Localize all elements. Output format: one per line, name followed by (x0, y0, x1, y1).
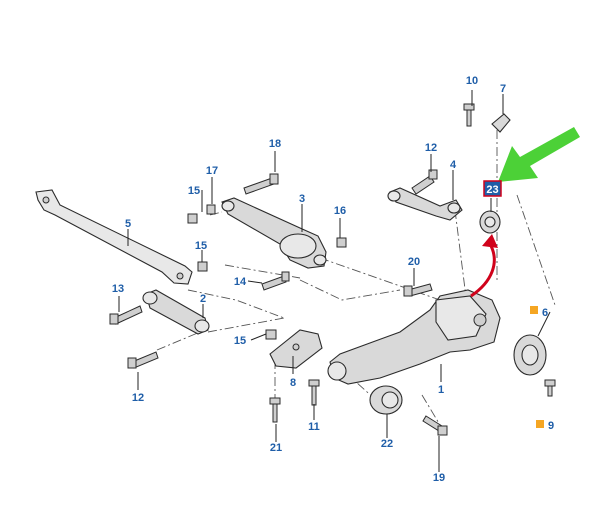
callout-15-upper[interactable]: 15 (188, 185, 200, 197)
callout-15-mid[interactable]: 15 (195, 240, 207, 252)
callout-10[interactable]: 10 (466, 75, 478, 87)
callout-13[interactable]: 13 (112, 283, 124, 295)
callout-12-upper[interactable]: 12 (425, 142, 437, 154)
callout-19[interactable]: 19 (433, 472, 445, 484)
callout-2[interactable]: 2 (200, 293, 206, 305)
bracket-8 (269, 329, 323, 369)
callout-21[interactable]: 21 (270, 442, 282, 454)
callout-3[interactable]: 3 (299, 193, 305, 205)
bush-23 (479, 210, 501, 234)
bush-22 (369, 385, 403, 415)
callout-18[interactable]: 18 (269, 138, 281, 150)
callout-4[interactable]: 4 (450, 159, 457, 171)
part-23-highlight (483, 180, 502, 197)
toe-link-4 (387, 187, 463, 221)
callout-14[interactable]: 14 (234, 276, 247, 288)
callout-6[interactable]: 6 (542, 307, 548, 319)
callout-5[interactable]: 5 (125, 218, 131, 230)
callout-20[interactable]: 20 (408, 256, 420, 268)
lateral-arm-2 (142, 289, 210, 335)
fasteners (109, 103, 556, 436)
upper-arm-3 (221, 197, 327, 269)
callout-16[interactable]: 16 (334, 205, 346, 217)
callout-15-lower[interactable]: 15 (234, 335, 246, 347)
knuckle-1 (327, 289, 501, 385)
callout-12-lower[interactable]: 12 (132, 392, 144, 404)
stabilizer-bar-5 (35, 189, 193, 285)
leader-lines (118, 90, 551, 472)
red-arrow (470, 234, 498, 298)
callout-7[interactable]: 7 (500, 83, 506, 95)
green-arrow (498, 127, 580, 182)
callout-17[interactable]: 17 (206, 165, 218, 177)
hub-6 (513, 334, 547, 376)
callout-8[interactable]: 8 (290, 377, 296, 389)
orange-marker-6 (530, 306, 538, 314)
callout-1[interactable]: 1 (438, 384, 444, 396)
orange-marker-9 (536, 420, 544, 428)
callout-labels: 1 2 3 4 5 6 7 8 9 10 11 12 12 13 14 15 1… (112, 75, 554, 484)
callout-9[interactable]: 9 (548, 420, 554, 432)
bracket-7 (491, 113, 511, 133)
callout-22[interactable]: 22 (381, 438, 393, 450)
callout-11[interactable]: 11 (308, 421, 320, 433)
callout-23[interactable]: 23 (486, 184, 498, 196)
